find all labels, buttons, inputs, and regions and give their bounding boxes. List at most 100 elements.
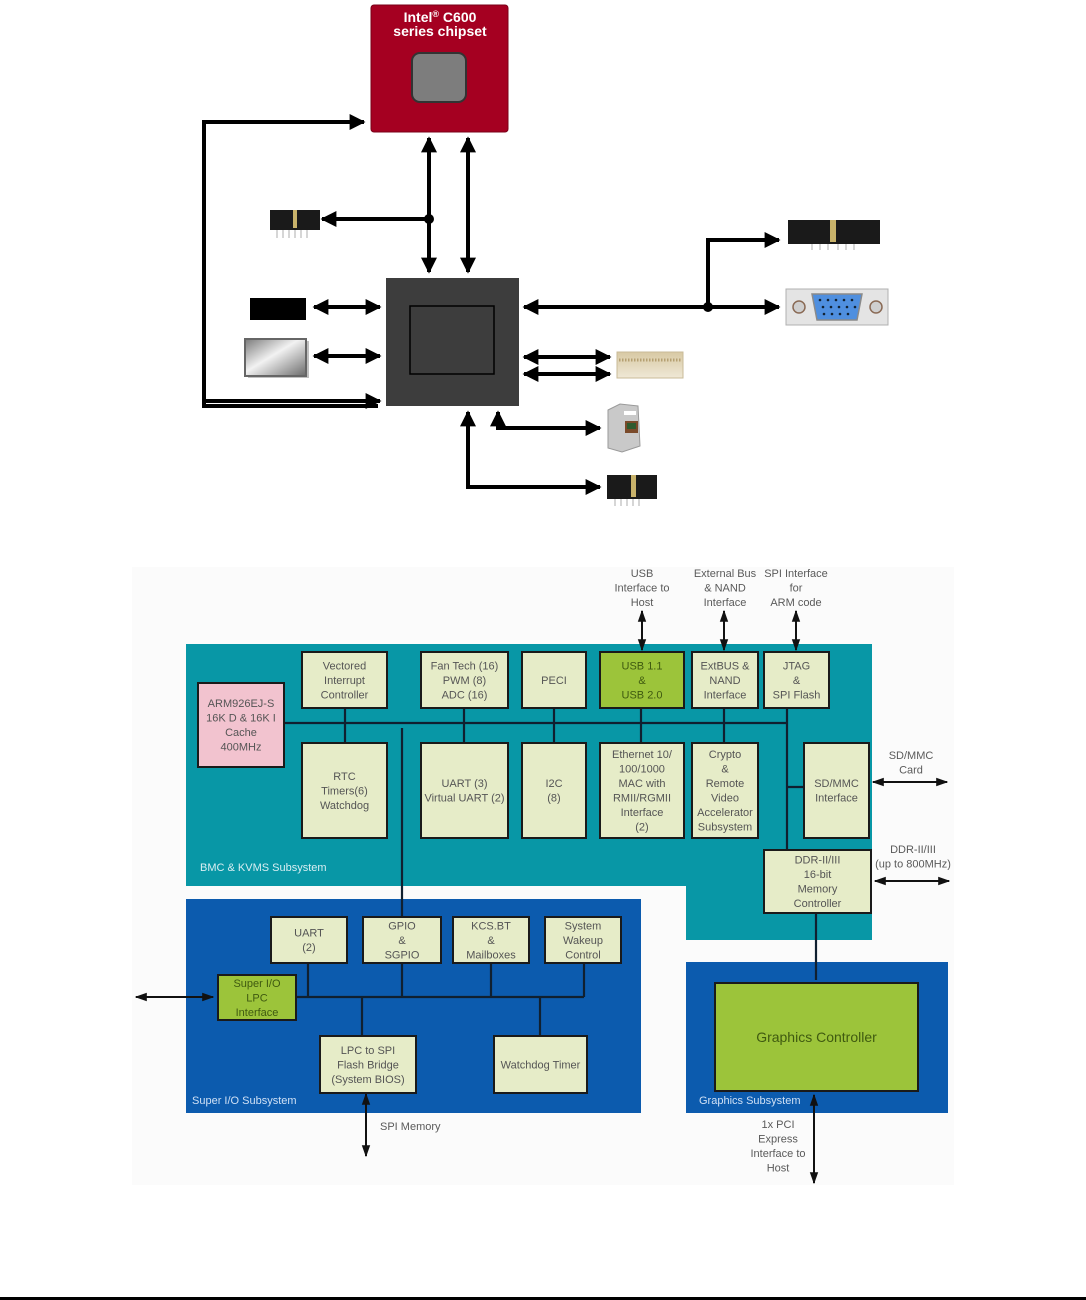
- block-label-line: Wakeup: [563, 935, 603, 947]
- block-box: [544, 916, 622, 964]
- block-label-line: Mailboxes: [466, 949, 516, 961]
- block-box: [362, 916, 442, 964]
- external-label-pcie: Host: [767, 1163, 790, 1175]
- block-label-line: MAC with: [618, 778, 665, 790]
- chipset-label-line1: Intel® C600: [404, 9, 477, 25]
- external-label-extbus: Interface: [704, 597, 747, 609]
- block-label-line: UART (3): [441, 778, 487, 790]
- block-box: [420, 742, 509, 839]
- block-label-line: &: [721, 764, 729, 776]
- top-connection-lines: [202, 114, 781, 495]
- block-usb: USB 1.1 & USB 2.0: [599, 651, 685, 709]
- block-label-line: PECI: [541, 675, 567, 687]
- block-label-line: USB 1.1: [622, 660, 663, 672]
- block-label-line: (System BIOS): [331, 1074, 404, 1086]
- block-label-line: 100/1000: [619, 764, 665, 776]
- block-label-line: Graphics Controller: [756, 1029, 877, 1045]
- block-label-line: NAND: [709, 675, 740, 687]
- block-label-line: SGPIO: [385, 949, 420, 961]
- pin-header-icon: [270, 210, 320, 238]
- block-label-line: ExtBUS &: [701, 660, 751, 672]
- block-uart2: UART(2): [270, 916, 348, 964]
- block-lpc-spi: LPC to SPI Flash Bridge (System BIOS): [319, 1035, 417, 1094]
- external-label-pcie: Interface to: [750, 1148, 805, 1160]
- block-label-line: USB 2.0: [622, 689, 663, 701]
- block-label-line: Vectored: [323, 660, 366, 672]
- superio-region-label: Super I/O Subsystem: [192, 1095, 297, 1107]
- external-label-spi: for: [790, 583, 803, 595]
- block-label-line: JTAG: [783, 660, 810, 672]
- external-label-spi: SPI Interface: [764, 568, 828, 580]
- block-gfx: Graphics Controller: [714, 982, 919, 1092]
- block-label-line: ADC (16): [442, 689, 488, 701]
- block-label-line: RMII/RGMII: [613, 793, 671, 805]
- block-label-line: &: [487, 935, 495, 947]
- block-box: [452, 916, 530, 964]
- block-gpio: GPIO&SGPIO: [362, 916, 442, 964]
- block-label-line: PWM (8): [443, 675, 486, 687]
- block-label-line: (2): [302, 942, 315, 954]
- block-label-line: Super I/O: [233, 978, 281, 990]
- block-label-line: Ethernet 10/: [612, 749, 673, 761]
- graphics-region-label: Graphics Subsystem: [699, 1095, 800, 1107]
- bmc-chip-block: [386, 278, 519, 406]
- pin-header-icon: [607, 475, 657, 506]
- ethernet-jack-icon: [607, 403, 641, 453]
- block-label-line: Control: [565, 949, 600, 961]
- external-label-usb: Host: [631, 597, 654, 609]
- block-fan: Fan Tech (16) PWM (8) ADC (16): [420, 651, 509, 709]
- block-label-line: Flash Bridge: [337, 1059, 399, 1071]
- block-box: [270, 916, 348, 964]
- block-label-line: System: [565, 920, 602, 932]
- external-label-extbus: External Bus: [694, 568, 757, 580]
- block-box: [714, 982, 919, 1092]
- block-box: [691, 742, 759, 839]
- external-label-pcie: 1x PCI: [761, 1119, 794, 1131]
- block-uart3: UART (3)Virtual UART (2): [420, 742, 509, 839]
- display-panel-icon: [244, 338, 309, 378]
- block-wdt: Watchdog Timer: [493, 1035, 588, 1094]
- block-box: [301, 651, 388, 709]
- block-label-line: DDR-II/III: [795, 855, 841, 867]
- block-label-line: SD/MMC: [814, 778, 859, 790]
- block-label-line: Interface: [621, 807, 664, 819]
- external-label-sdmmc: Card: [899, 765, 923, 777]
- lpc-loop-line: [202, 114, 378, 408]
- block-box: [763, 849, 872, 914]
- block-box: [217, 974, 297, 1021]
- block-label-line: Fan Tech (16): [431, 660, 499, 672]
- bottom-diagram: BMC & KVMS Subsystem Super I/O Subsystem…: [132, 567, 954, 1185]
- block-box: [521, 742, 587, 839]
- block-label-line: LPC to SPI: [341, 1045, 395, 1057]
- block-box: [763, 651, 830, 709]
- block-i2c: I2C(8): [521, 742, 587, 839]
- external-label-sdmmc: SD/MMC: [889, 750, 934, 762]
- block-label-line: &: [793, 675, 801, 687]
- block-label-line: ARM926EJ-S: [208, 698, 275, 710]
- block-label-line: 16K D & 16K I: [206, 713, 276, 725]
- bmc-region-label: BMC & KVMS Subsystem: [200, 862, 327, 874]
- block-box: [599, 651, 685, 709]
- block-box: [493, 1035, 588, 1094]
- block-box: [319, 1035, 417, 1094]
- block-label-line: Interface: [236, 1007, 279, 1019]
- top-diagram: Intel® C600 series chipset: [202, 4, 889, 506]
- block-label-line: &: [638, 675, 646, 687]
- external-label-pcie: Express: [758, 1134, 798, 1146]
- block-label-line: KCS.BT: [471, 920, 511, 932]
- block-label-line: I2C: [545, 778, 562, 790]
- external-arrows: [134, 609, 951, 1185]
- block-box: [691, 651, 759, 709]
- block-box: [197, 682, 285, 768]
- board-to-board-connector-icon: [616, 351, 684, 379]
- block-box: [420, 651, 509, 709]
- block-box: [301, 742, 388, 839]
